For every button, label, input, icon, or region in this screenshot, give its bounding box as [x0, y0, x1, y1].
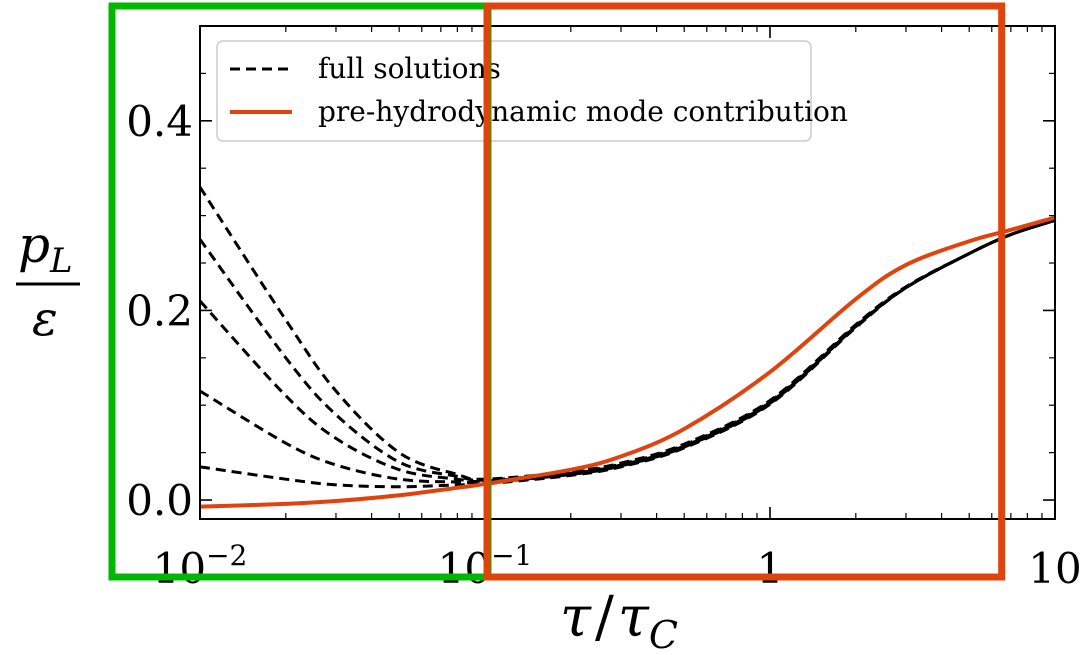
y-axis-title: pL ε — [16, 216, 80, 347]
legend: full solutions pre-hydrodynamic mode con… — [216, 40, 848, 142]
x-tick-label-3: 10 — [1028, 544, 1081, 593]
y-axis-title-p: p — [18, 216, 50, 274]
x-tick-label-0: 10−2 — [153, 539, 248, 593]
series-full-solution-line-2 — [200, 218, 1055, 483]
series-pre-hydrodynamic-line — [200, 215, 1055, 509]
series-full-solution-line-3 — [200, 218, 1055, 485]
x-tick-label-1: 10−1 — [438, 539, 533, 593]
series-full-solution-line-1 — [200, 218, 1055, 482]
x-axis-title-subscript: C — [649, 613, 678, 655]
legend-label-full-solutions: full solutions — [318, 52, 501, 85]
x-axis-title-text: τ/τC — [560, 585, 678, 655]
series-full-solution-line-0 — [200, 186, 1055, 481]
y-tick-label-0: 0.0 — [126, 476, 193, 525]
x-axis-title-tauC: τ — [618, 585, 650, 650]
y-tick-label-1: 0.2 — [126, 286, 193, 335]
series-layer — [200, 186, 1055, 509]
x-axis-title-slash: / — [595, 585, 614, 650]
tick-labels-layer: 10−2 10−1 1 10 0.0 0.2 0.4 — [126, 97, 1082, 593]
x-axis-title: τ/τC — [560, 585, 678, 655]
y-axis-title-subscript: L — [49, 241, 73, 281]
y-axis-title-numerator: pL — [18, 216, 73, 281]
plot-frame — [199, 25, 1056, 520]
y-axis-title-denominator: ε — [32, 291, 58, 347]
highlight-layer — [108, 2, 1006, 581]
x-tick-label-2: 1 — [757, 544, 784, 593]
highlight-region-orange — [483, 2, 1006, 581]
legend-label-pre-hydrodynamic: pre-hydrodynamic mode contribution — [318, 95, 848, 128]
plot-area — [200, 186, 1055, 509]
x-axis-title-tau: τ — [560, 585, 592, 650]
series-full-solution-line-4 — [200, 218, 1055, 489]
y-tick-label-2: 0.4 — [126, 97, 193, 146]
legend-box — [216, 40, 812, 142]
series-full-solution-solid-line — [484, 218, 1055, 485]
